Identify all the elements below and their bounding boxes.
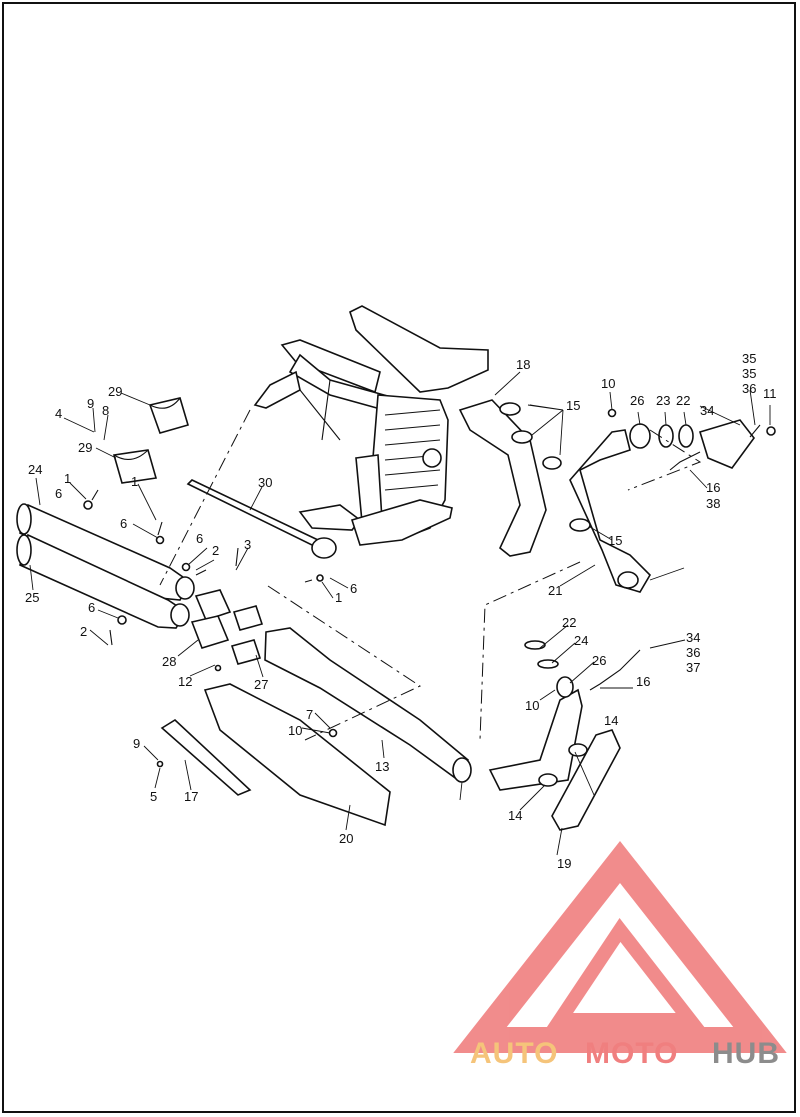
callout-6: 6 — [350, 581, 357, 596]
callout-14: 14 — [508, 808, 522, 823]
rear-heat-shield — [203, 683, 391, 827]
watermark-part-auto: AUTO — [470, 1037, 558, 1070]
callout-9: 9 — [87, 396, 94, 411]
muffler-upper-inlet — [175, 576, 195, 600]
callout-1: 1 — [335, 590, 342, 605]
watermark-logo-mark — [453, 840, 787, 1053]
callout-26: 26 — [630, 393, 644, 408]
callout-29: 29 — [78, 440, 92, 455]
callout-6: 6 — [120, 516, 127, 531]
callout-18: 19 — [557, 856, 571, 871]
callout-34: 36 — [686, 645, 700, 660]
callout-13: 13 — [375, 759, 389, 774]
callout-6: 6 — [88, 600, 95, 615]
front-head-pipe — [488, 688, 583, 791]
callout-29: 29 — [108, 384, 122, 399]
callout-2: 2 — [80, 624, 87, 639]
head-pipe-heat-shield-rear — [458, 399, 547, 557]
callout-15: 15 — [608, 533, 622, 548]
callout-36: 38 — [706, 496, 720, 511]
callout-5: 5 — [150, 789, 157, 804]
callout-22: 22 — [676, 393, 690, 408]
callout-leader-lines — [29, 371, 771, 856]
muffler-shield-upper — [148, 397, 189, 434]
muffler-connector-sleeves — [190, 589, 264, 665]
frame-chassis — [253, 305, 489, 546]
callout-6: 6 — [55, 486, 62, 501]
callout-23: 24 — [574, 633, 588, 648]
callout-27: 27 — [254, 677, 268, 692]
callout-4: 4 — [55, 406, 62, 421]
callout-17: 18 — [516, 357, 530, 372]
fasteners — [83, 408, 776, 768]
callout-23: 23 — [656, 393, 670, 408]
callout-32: 34 — [686, 630, 700, 645]
callout-labels: 18 15 15 10 26 23 22 34 35 35 36 11 16 3… — [25, 351, 777, 871]
exhaust-gaskets — [524, 423, 694, 698]
callout-7: 8 — [102, 403, 109, 418]
assembly-center-lines — [159, 409, 702, 741]
callout-1: 1 — [131, 474, 138, 489]
callout-26: 26 — [592, 653, 606, 668]
callout-12: 12 — [178, 674, 192, 689]
callout-19: 17 — [184, 789, 198, 804]
hose-clamps — [499, 402, 591, 787]
callout-1: 1 — [64, 471, 71, 486]
callout-35: 37 — [686, 660, 700, 675]
callout-25: 25 — [25, 590, 39, 605]
watermark-part-hub: HUB — [712, 1037, 780, 1070]
callout-15: 15 — [566, 398, 580, 413]
callout-22: 22 — [562, 615, 576, 630]
callout-33: 35 — [742, 351, 756, 366]
callout-20: 20 — [339, 831, 353, 846]
lower-heat-shield — [160, 718, 252, 796]
callout-3: 3 — [244, 537, 251, 552]
callout-16: 16 — [636, 674, 650, 689]
front-crossover-pipe — [264, 627, 472, 783]
callout-6: 6 — [196, 531, 203, 546]
callout-10: 10 — [288, 723, 302, 738]
muffler-upper — [16, 503, 192, 601]
callout-10: 10 — [601, 376, 615, 391]
watermark-wordmark: AUTO MOTO HUB — [470, 1037, 780, 1070]
callout-10: 10 — [525, 698, 539, 713]
watermark-part-moto: MOTO — [585, 1037, 678, 1070]
callout-30: 30 — [258, 475, 272, 490]
callout-11: 11 — [763, 386, 777, 401]
callout-16: 16 — [706, 480, 720, 495]
muffler-lower-inlet — [170, 603, 190, 627]
callout-35: 36 — [742, 381, 756, 396]
callout-8: 9 — [133, 736, 140, 751]
mounting-rod — [186, 479, 337, 559]
head-pipe-heat-shield-front — [551, 729, 621, 831]
callout-34: 35 — [742, 366, 756, 381]
oxygen-sensor-shield — [698, 419, 756, 469]
callout-2: 2 — [212, 543, 219, 558]
callout-24: 24 — [28, 462, 42, 477]
muffler-shield-lower — [112, 449, 158, 484]
muffler-lower — [16, 533, 188, 629]
callout-28: 28 — [162, 654, 176, 669]
rear-head-pipe — [569, 429, 652, 593]
callout-6: 7 — [306, 707, 313, 722]
callout-14: 14 — [604, 713, 618, 728]
callout-21: 21 — [548, 583, 562, 598]
callout-31: 34 — [700, 403, 714, 418]
